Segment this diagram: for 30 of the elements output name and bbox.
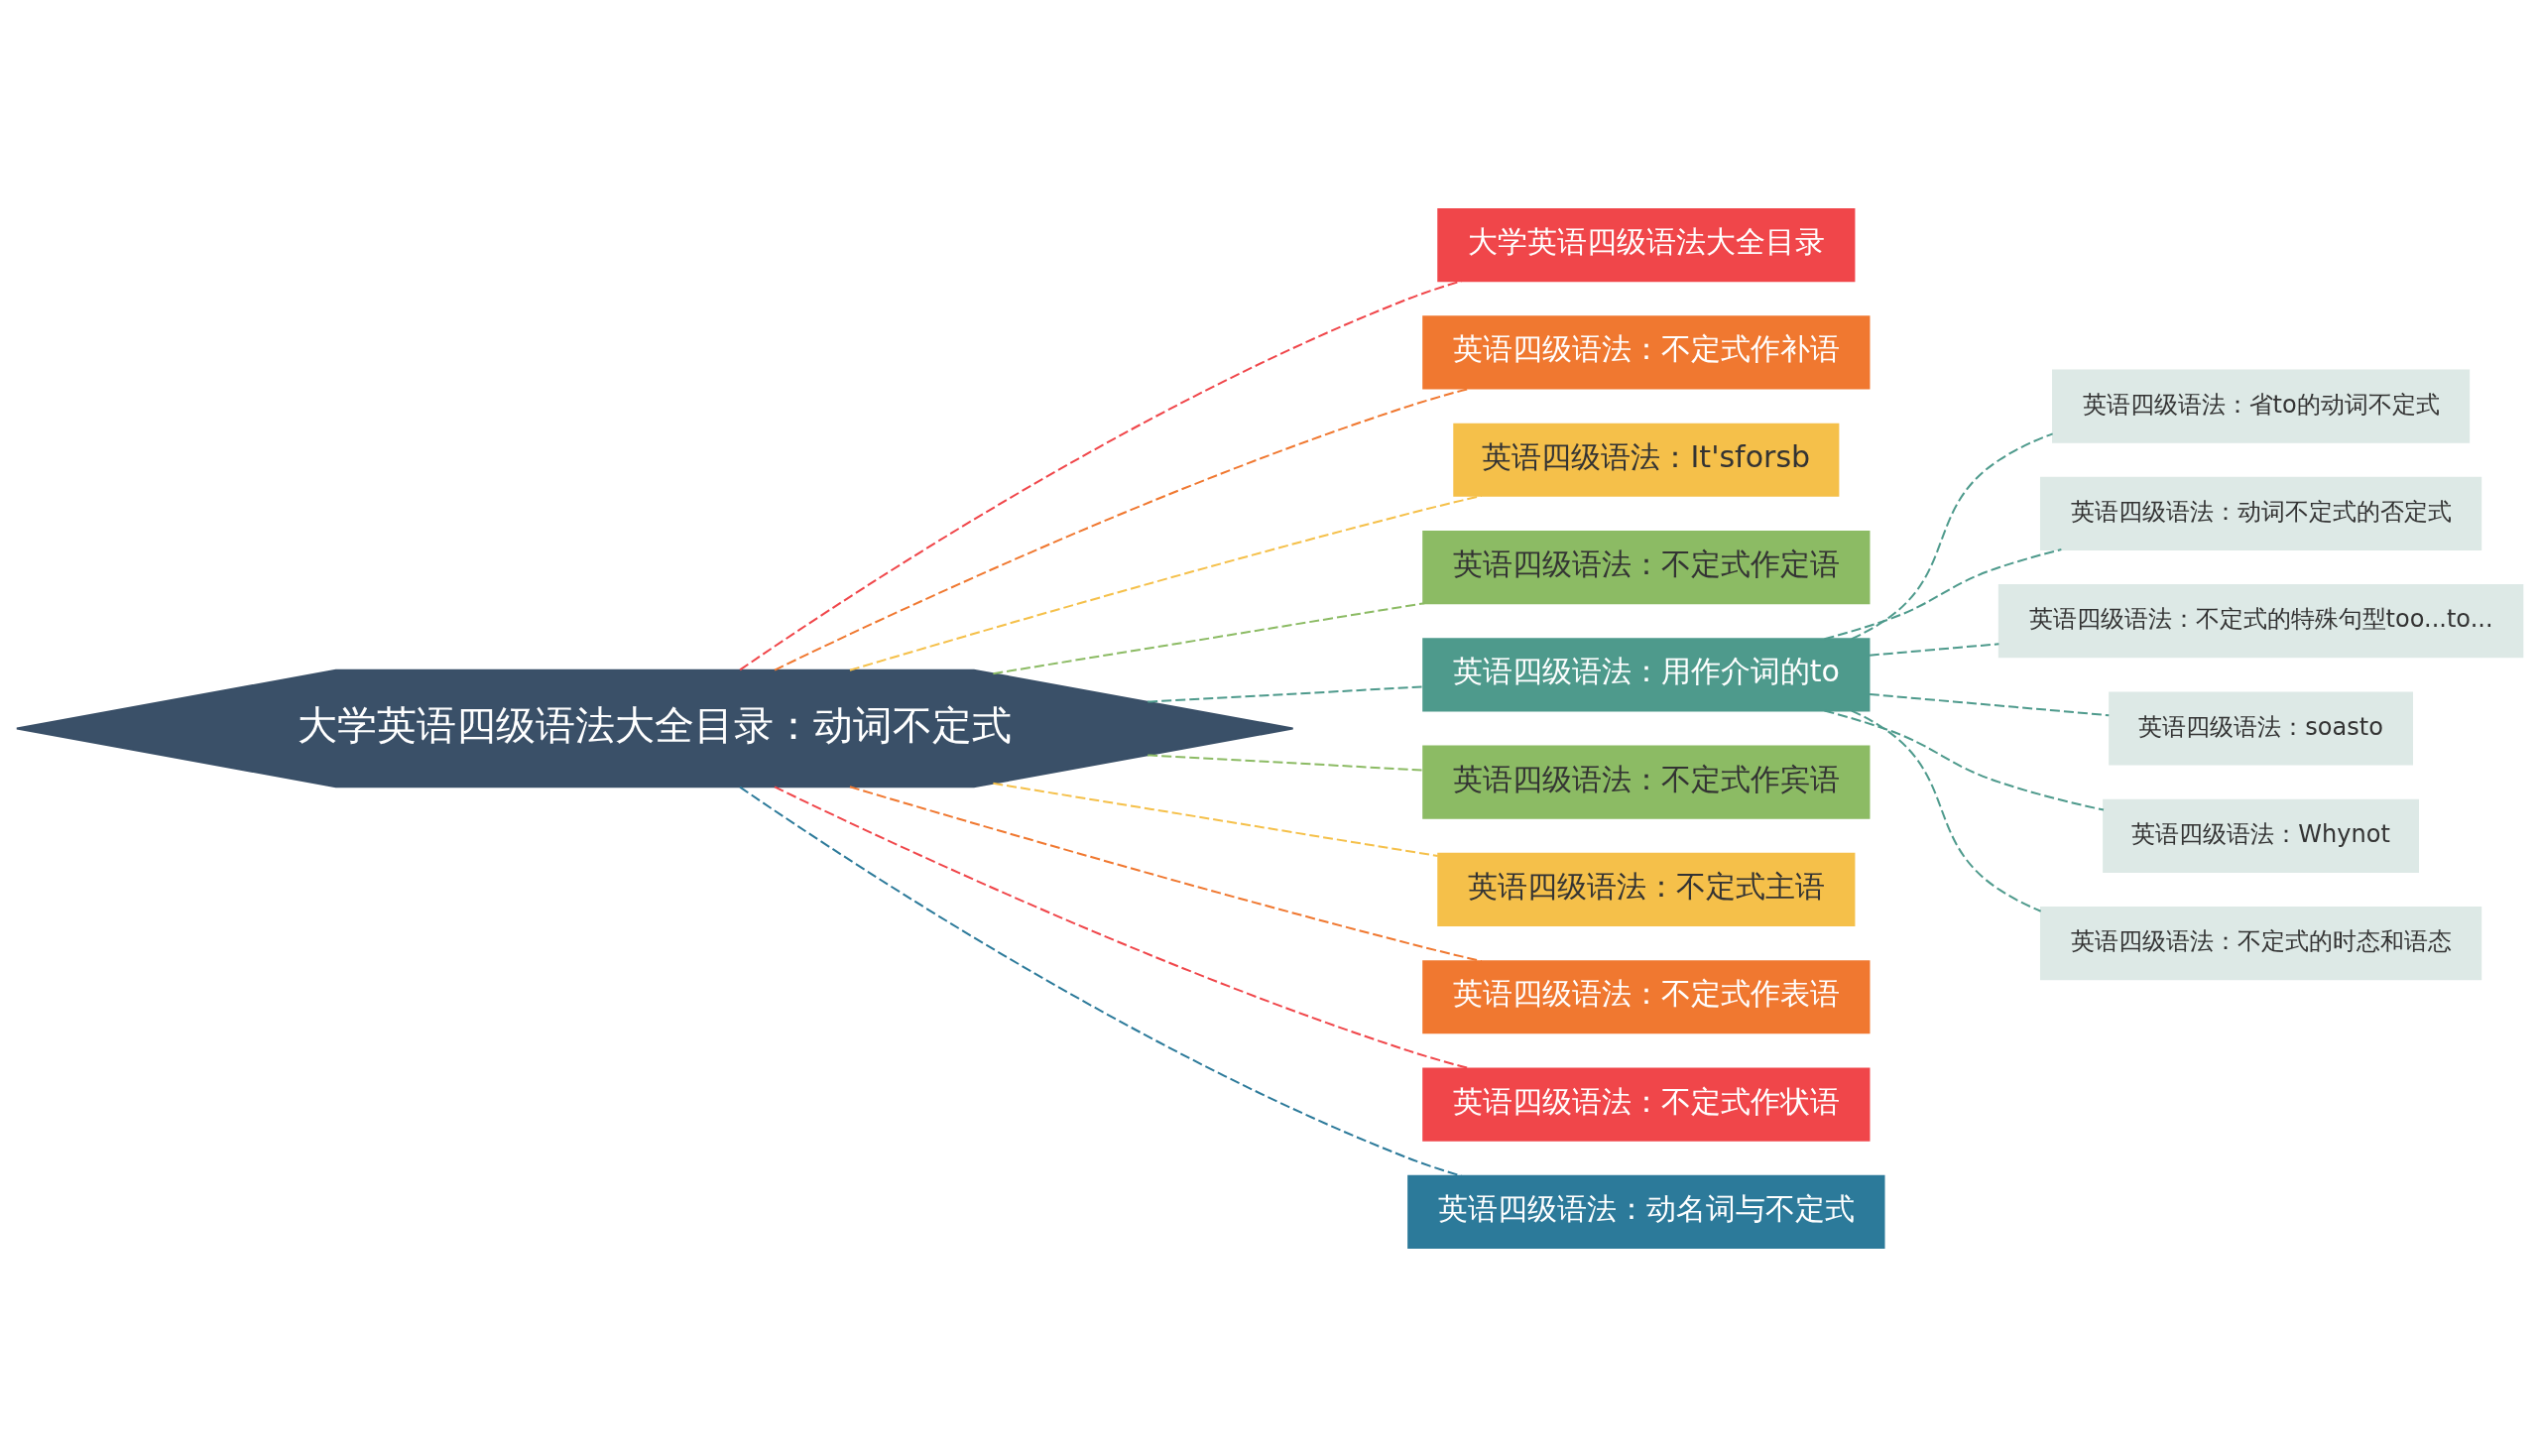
connector: [1824, 547, 2062, 640]
node-box: 英语四级语法：不定式主语: [1437, 852, 1856, 926]
connector: [1851, 431, 2053, 640]
node-box: 英语四级语法：动名词与不定式: [1407, 1174, 1885, 1249]
node-box: 英语四级语法：不定式作表语: [1422, 959, 1871, 1033]
connector: [1869, 692, 2110, 716]
connector: [849, 785, 1483, 962]
connector: [1869, 642, 1999, 657]
node-box: 英语四级语法：不定式作补语: [1422, 314, 1871, 390]
node-box: 大学英语四级语法大全目录: [1437, 207, 1856, 282]
node-box: 英语四级语法：不定式的时态和语态: [2039, 906, 2482, 980]
connector: [1148, 753, 1423, 772]
connector: [993, 782, 1438, 857]
node-box: 英语四级语法：不定式作宾语: [1422, 745, 1871, 819]
node-box: 英语四级语法：省to的动词不定式: [2052, 368, 2471, 443]
connector: [993, 601, 1425, 674]
connector: [849, 494, 1483, 671]
node-box: 英语四级语法：不定式作状语: [1422, 1066, 1871, 1142]
node-box: 英语四级语法：soasto: [2109, 690, 2414, 766]
connector: [1851, 709, 2042, 912]
connector: [1824, 709, 2105, 811]
connector: [739, 279, 1463, 670]
node-box: 英语四级语法：用作介词的to: [1422, 637, 1871, 711]
node-box: 英语四级语法：不定式作定语: [1422, 530, 1871, 604]
connector: [1148, 684, 1423, 703]
node-box: 英语四级语法：Whynot: [2103, 798, 2420, 873]
node-box: 英语四级语法：不定式的特殊句型too...to...: [1997, 583, 2524, 658]
node-box: 英语四级语法：动词不定式的否定式: [2039, 476, 2482, 550]
node-box: 英语四级语法：It'sforsb: [1453, 423, 1840, 497]
connector: [739, 786, 1463, 1177]
